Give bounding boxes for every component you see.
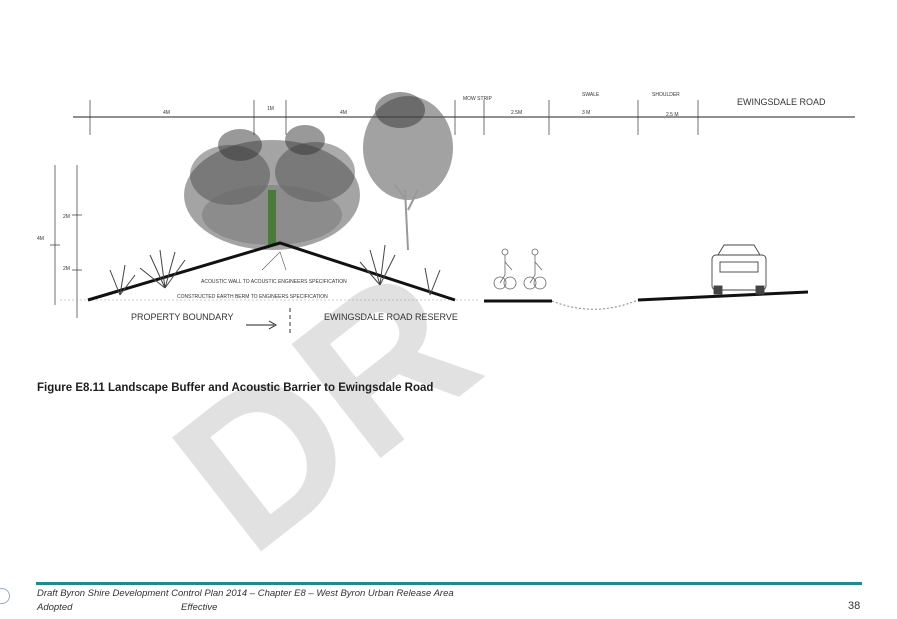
dim-4m-left: 4M xyxy=(163,110,170,116)
footer-effective: Effective xyxy=(181,602,218,613)
vert-4m: 4M xyxy=(37,236,44,242)
grass-plants-icon xyxy=(109,244,441,296)
note-acoustic-wall: ACOUSTIC WALL TO ACOUSTIC ENGINEERS SPEC… xyxy=(201,279,347,285)
arrow-right-icon xyxy=(246,320,278,330)
dim-3m: 3 M xyxy=(582,110,590,116)
footer-title: Draft Byron Shire Development Control Pl… xyxy=(37,588,454,599)
dim-4m-right: 4M xyxy=(340,110,347,116)
dim-swale: SWALE xyxy=(582,92,600,98)
dim-2-5m: 2.5M xyxy=(511,110,522,116)
road-name-label: EWINGSDALE ROAD xyxy=(737,97,826,107)
vert-2m-bottom: 2M xyxy=(63,266,70,272)
dim-shoulder: SHOULDER xyxy=(652,92,680,98)
acoustic-wall xyxy=(268,190,276,245)
note-berm: CONSTRUCTED EARTH BERM TO ENGINEERS SPEC… xyxy=(177,294,328,300)
property-boundary-label: PROPERTY BOUNDARY xyxy=(131,312,234,322)
page-number: 38 xyxy=(848,600,861,612)
swale-profile xyxy=(551,299,639,310)
vertical-dimensions xyxy=(50,165,82,318)
dim-2-5m-b: 2.5 M xyxy=(666,112,679,118)
wall-footing xyxy=(261,251,287,271)
tree-icon xyxy=(363,92,453,251)
car-icon xyxy=(711,244,767,295)
footer-adopted: Adopted xyxy=(37,602,73,613)
footer-rule xyxy=(36,582,862,585)
cyclist-icon xyxy=(493,248,547,290)
earth-berm xyxy=(87,241,456,302)
road-surface xyxy=(637,290,809,302)
dimension-ticks xyxy=(89,100,699,135)
dim-mow-strip: MOW STRIP xyxy=(463,96,493,102)
road-reserve-label: EWINGSDALE ROAD RESERVE xyxy=(324,312,458,322)
figure-caption: Figure E8.11 Landscape Buffer and Acoust… xyxy=(37,382,434,394)
dim-1m: 1M xyxy=(267,106,274,112)
vert-2m-top: 2M xyxy=(63,214,70,220)
